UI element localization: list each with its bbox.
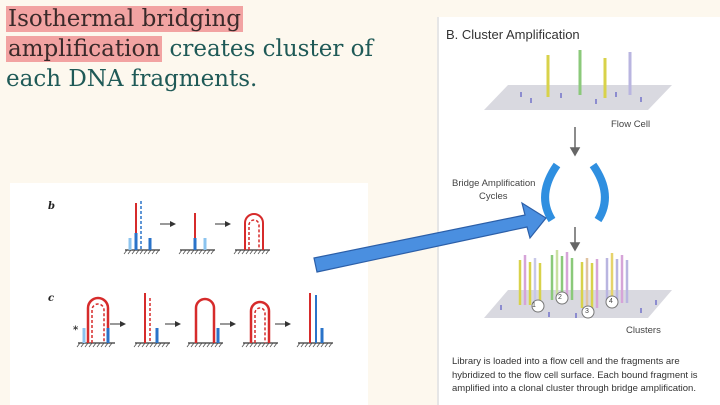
bridge-label-line2: Cycles: [479, 191, 508, 202]
title-text-1: creates cluster of: [162, 36, 374, 62]
flow-cell-label: Flow Cell: [611, 119, 651, 130]
title-text-2: each DNA fragments.: [6, 66, 258, 92]
down-arrows: [569, 127, 581, 252]
cluster-number-2: 2: [558, 294, 562, 301]
bridge-amplification-diagram: b c *: [10, 183, 368, 405]
cluster-number-3: 3: [585, 308, 589, 315]
surface-hatching: [76, 249, 333, 348]
cluster-number-1: 1: [532, 302, 536, 309]
slide-title: Isothermal bridging amplification create…: [6, 4, 426, 94]
panel-label-b: b: [48, 201, 55, 212]
bridge-label-line1: Bridge Amplification: [452, 178, 536, 189]
bottom-surface-dots: [500, 300, 657, 318]
library-strands: [546, 50, 632, 98]
cluster-markers: [531, 291, 619, 319]
title-highlight-1: Isothermal bridging: [6, 6, 243, 32]
panel-label-c: c: [48, 293, 55, 304]
title-highlight-2: amplification: [6, 36, 163, 62]
flow-cell-plane-top: [484, 85, 672, 110]
bridge-diagram-svg: [76, 201, 333, 348]
cluster-strands: [518, 250, 629, 308]
cycle-arrow-right: [589, 162, 609, 223]
cycle-arrow-left: [541, 162, 561, 223]
surface-dots: [520, 92, 642, 104]
cluster-number-4: 4: [609, 298, 613, 305]
panel-heading: B. Cluster Amplification: [446, 27, 580, 42]
clusters-label: Clusters: [626, 325, 661, 336]
figure-caption: Library is loaded into a flow cell and t…: [452, 356, 698, 394]
connecting-arrow: [313, 201, 547, 273]
flow-cell-plane-bottom: [484, 290, 672, 318]
asterisk-label: *: [73, 325, 79, 336]
